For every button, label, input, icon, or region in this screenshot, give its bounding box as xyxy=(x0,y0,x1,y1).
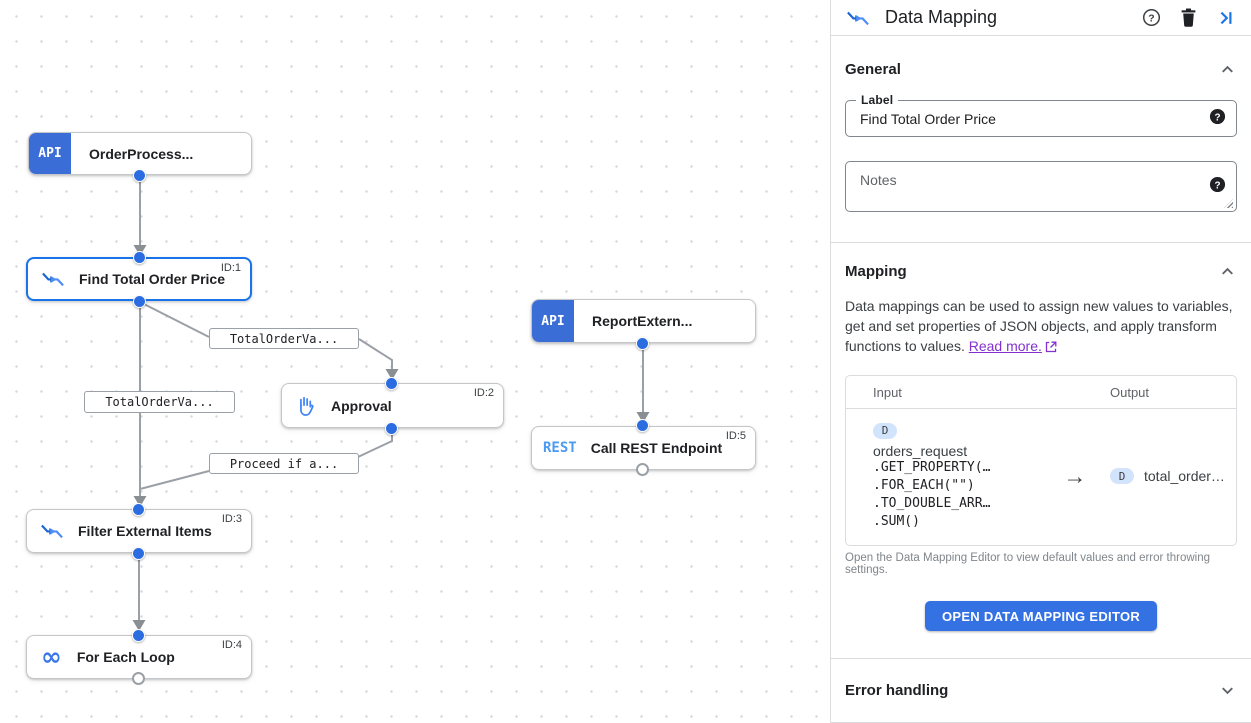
label-help-icon[interactable]: ? xyxy=(1209,108,1226,130)
help-icon[interactable]: ? xyxy=(1141,8,1161,28)
mapping-caption: Open the Data Mapping Editor to view def… xyxy=(845,552,1211,576)
transform-line: .GET_PROPERTY(… xyxy=(873,460,991,475)
section-general-header[interactable]: General xyxy=(845,60,1237,79)
read-more-link[interactable]: Read more. xyxy=(968,338,1042,354)
trash-icon[interactable] xyxy=(1178,8,1198,28)
port-out-order-process[interactable] xyxy=(133,169,146,182)
node-id-badge: ID:5 xyxy=(725,430,746,442)
chevron-up-icon[interactable] xyxy=(1218,262,1237,281)
node-find-total-order-price[interactable]: Find Total Order Price ID:1 xyxy=(26,257,252,301)
node-label: For Each Loop xyxy=(76,649,175,665)
port-out-find-total[interactable] xyxy=(133,295,146,308)
notes-field: ? xyxy=(845,161,1237,212)
port-in-approval[interactable] xyxy=(385,377,398,390)
node-report-extern-trigger[interactable]: API ReportExtern... xyxy=(531,299,756,343)
notes-help-icon[interactable]: ? xyxy=(1209,176,1226,198)
textarea-resize-handle[interactable] xyxy=(1224,199,1233,208)
section-title: General xyxy=(845,61,901,78)
node-label: Call REST Endpoint xyxy=(590,440,723,456)
chevron-up-icon[interactable] xyxy=(1218,60,1237,79)
port-out-report-extern[interactable] xyxy=(636,337,649,350)
collapse-panel-icon[interactable] xyxy=(1215,8,1235,28)
output-column-header: Output xyxy=(1110,384,1150,400)
node-label: Find Total Order Price xyxy=(79,271,225,287)
datatype-badge: D xyxy=(1110,468,1134,484)
port-out-filter-items[interactable] xyxy=(132,547,145,560)
mapping-description-text: Data mappings can be used to assign new … xyxy=(845,298,1233,354)
mapping-table: Input Output D orders_request .GET_PROPE… xyxy=(845,375,1237,546)
node-id-badge: ID:1 xyxy=(220,262,241,274)
panel-title: Data Mapping xyxy=(885,7,998,27)
data-mapping-icon xyxy=(41,524,63,539)
datatype-badge: D xyxy=(873,422,897,439)
rest-task-icon: REST xyxy=(543,440,577,456)
mapping-output-cell: D total_order… xyxy=(1110,421,1236,531)
port-in-find-total[interactable] xyxy=(133,251,146,264)
edge-connections xyxy=(132,176,650,631)
node-id-badge: ID:4 xyxy=(221,639,242,651)
external-link-icon xyxy=(1045,338,1057,358)
transform-line: .FOR_EACH("") xyxy=(873,478,975,493)
label-field: Label ? xyxy=(845,93,1237,137)
edge-label-total-order-value-1[interactable]: TotalOrderVa... xyxy=(209,328,359,349)
notes-input[interactable] xyxy=(846,162,1236,206)
data-mapping-icon xyxy=(42,272,64,287)
config-panel: Data Mapping ? xyxy=(830,0,1251,723)
api-trigger-icon: API xyxy=(532,300,574,342)
svg-text:?: ? xyxy=(1214,180,1220,191)
section-title: Mapping xyxy=(845,263,907,280)
section-title: Error handling xyxy=(845,682,949,699)
output-variable-name: total_order… xyxy=(1144,468,1225,484)
label-field-caption: Label xyxy=(856,93,899,107)
port-in-for-each[interactable] xyxy=(132,629,145,642)
port-out-for-each[interactable] xyxy=(132,672,145,685)
node-label: ReportExtern... xyxy=(592,313,693,329)
input-column-header: Input xyxy=(873,384,902,400)
port-in-filter-items[interactable] xyxy=(132,503,145,516)
mapping-table-row: D orders_request .GET_PROPERTY(… .FOR_EA… xyxy=(846,409,1236,545)
mapping-input-cell: D orders_request .GET_PROPERTY(… .FOR_EA… xyxy=(846,421,1040,531)
node-id-badge: ID:2 xyxy=(473,387,494,399)
node-label: OrderProcess... xyxy=(89,145,194,162)
section-error-handling: Error handling xyxy=(831,658,1251,723)
section-mapping: Mapping Data mappings can be used to ass… xyxy=(831,243,1251,658)
port-out-approval[interactable] xyxy=(385,422,398,435)
node-label: Approval xyxy=(331,397,392,414)
svg-text:?: ? xyxy=(1214,112,1220,123)
node-id-badge: ID:3 xyxy=(221,513,242,525)
node-for-each-loop[interactable]: ∞ For Each Loop ID:4 xyxy=(26,635,252,679)
mapping-arrow-icon: → xyxy=(1063,462,1087,489)
data-mapping-icon xyxy=(847,11,869,25)
section-mapping-header[interactable]: Mapping xyxy=(845,262,1237,281)
section-error-header[interactable]: Error handling xyxy=(845,659,1237,722)
loop-icon: ∞ xyxy=(41,642,62,671)
edge-label-proceed-condition[interactable]: Proceed if a... xyxy=(209,453,359,474)
open-data-mapping-editor-button[interactable]: OPEN DATA MAPPING EDITOR xyxy=(924,601,1158,631)
edge-label-total-order-value-2[interactable]: TotalOrderVa... xyxy=(84,391,235,413)
transform-line: .SUM() xyxy=(873,514,920,529)
mapping-description: Data mappings can be used to assign new … xyxy=(845,296,1237,358)
transform-line: .TO_DOUBLE_ARR… xyxy=(873,496,991,511)
label-input[interactable] xyxy=(846,101,1236,136)
node-label: Filter External Items xyxy=(78,523,212,539)
node-call-rest-endpoint[interactable]: REST Call REST Endpoint ID:5 xyxy=(531,426,756,470)
api-trigger-icon: API xyxy=(29,133,71,174)
approval-hand-icon xyxy=(300,396,314,416)
chevron-down-icon[interactable] xyxy=(1218,681,1237,700)
flow-canvas[interactable]: TotalOrderVa... TotalOrderVa... Proceed … xyxy=(0,0,830,723)
node-order-process-trigger[interactable]: API OrderProcess... xyxy=(28,132,252,175)
panel-header: Data Mapping ? xyxy=(831,0,1251,36)
input-variable-name: orders_request xyxy=(873,443,968,459)
svg-text:?: ? xyxy=(1148,13,1154,24)
section-general: General Label ? ? xyxy=(831,36,1251,243)
port-in-call-rest[interactable] xyxy=(636,419,649,432)
mapping-table-header: Input Output xyxy=(846,376,1236,409)
port-out-call-rest[interactable] xyxy=(636,463,649,476)
